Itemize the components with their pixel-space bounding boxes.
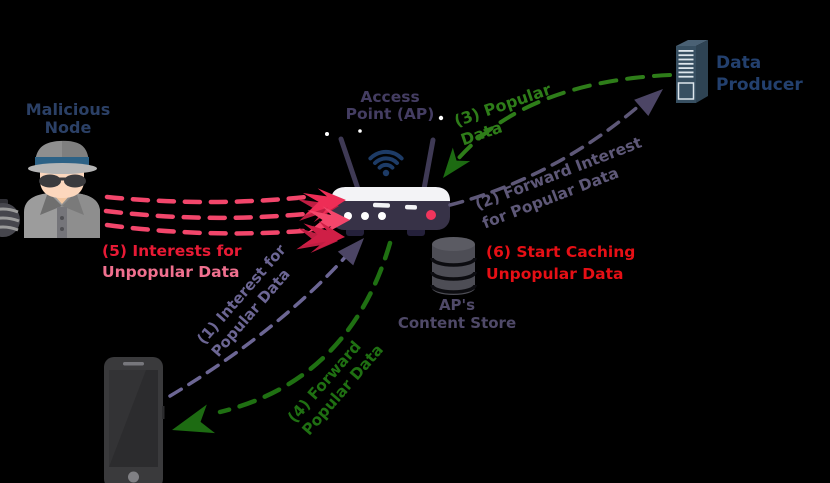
router-status-led <box>426 210 436 220</box>
data-producer-label: Data Producer <box>716 52 828 96</box>
flow-4-forward-popular-arrow <box>167 240 393 445</box>
access-point-label-line2: Point (AP) <box>345 105 435 123</box>
malicious-node-label-line1: Malicious <box>25 100 111 119</box>
data-producer-label-line1: Data <box>716 53 762 73</box>
wifi-icon <box>368 149 404 177</box>
consumer-phone-icon <box>104 357 165 483</box>
malicious-node-label-line2: Node <box>44 118 92 137</box>
flow-3-popular-data-arrow <box>434 73 672 185</box>
flow-5-unpopular-interests-arrows <box>103 186 350 256</box>
content-store-label-line2: Content Store <box>397 314 517 332</box>
access-point-label: Access Point (AP) <box>328 89 452 123</box>
sunglasses-icon <box>39 174 86 188</box>
flow-6-label-line2: Unpopular Data <box>486 265 624 283</box>
flow-1-interest-arrow <box>168 231 372 398</box>
flow-5-label-line1: (5) Interests for <box>102 242 242 260</box>
malicious-node-icon <box>24 140 100 238</box>
access-point-icon <box>325 115 450 236</box>
data-producer-icon <box>676 40 708 103</box>
data-producer-label-line2: Producer <box>716 75 803 95</box>
bomb-icon <box>0 199 20 237</box>
flow-2-forward-interest-arrow <box>448 80 671 207</box>
flow-5-label: (5) Interests for Unpopular Data <box>102 241 242 283</box>
flow-6-label-line1: (6) Start Caching <box>486 243 636 261</box>
access-point-label-line1: Access <box>360 88 420 106</box>
content-store-label-line1: AP's <box>438 296 476 314</box>
antenna-right <box>421 137 436 192</box>
flow-5-label-line2: Unpopular Data <box>102 263 240 281</box>
malicious-node-label: Malicious Node <box>8 101 128 137</box>
flow-6-label: (6) Start Caching Unpopular Data <box>486 241 635 285</box>
content-store-icon <box>430 237 477 296</box>
content-store-label: AP's Content Store <box>394 296 520 332</box>
antenna-left <box>338 136 361 192</box>
